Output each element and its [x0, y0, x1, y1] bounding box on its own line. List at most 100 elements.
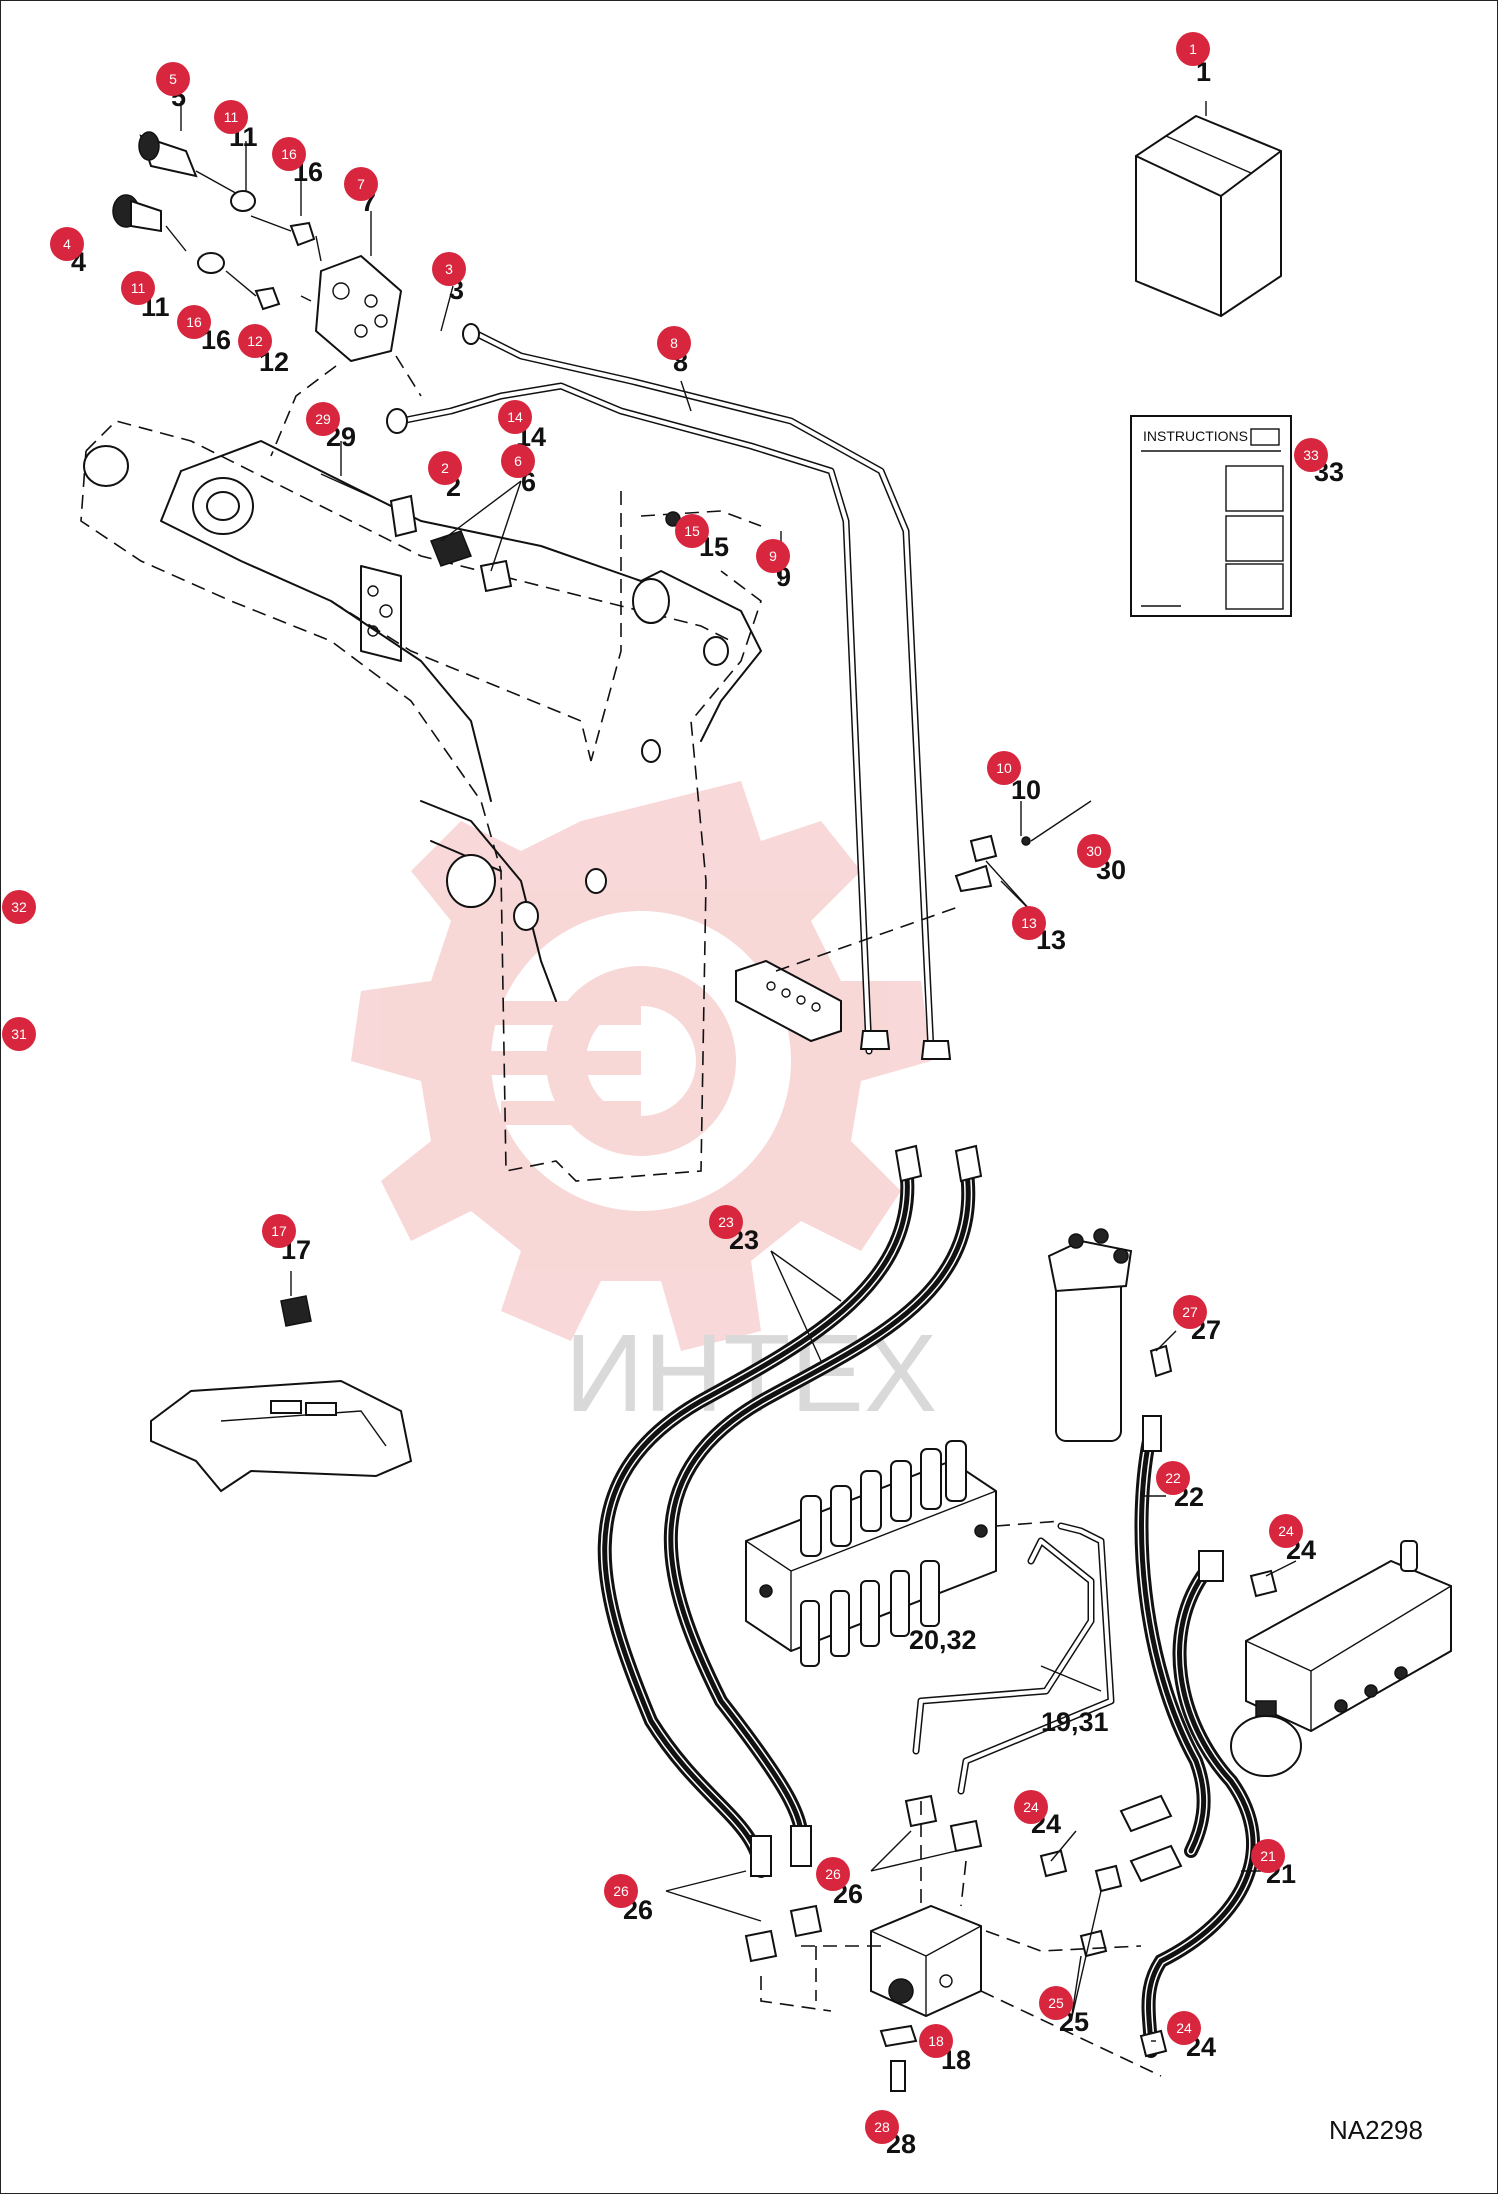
callout-13-text: 13	[1021, 915, 1037, 931]
callout-28[interactable]: 28	[865, 2110, 899, 2144]
callout-24a-text: 24	[1278, 1523, 1294, 1539]
callout-6[interactable]: 6	[501, 444, 535, 478]
watermark-gear-logo	[351, 781, 931, 1351]
callout-33-text: 33	[1303, 447, 1319, 463]
callout-25[interactable]: 25	[1039, 1986, 1073, 2020]
callout-32[interactable]: 32	[2, 890, 36, 924]
callout-8-text: 8	[670, 335, 678, 351]
callout-9-text: 9	[769, 548, 777, 564]
callout-7-text: 7	[357, 176, 365, 192]
callout-11-top[interactable]: 11	[214, 100, 248, 134]
hose-23-left	[597, 1159, 915, 1878]
callout-3-text: 3	[445, 261, 453, 277]
callout-27-text: 27	[1182, 1304, 1198, 1320]
callout-29[interactable]: 29	[306, 402, 340, 436]
hydraulic-filter	[1047, 1228, 1173, 1442]
callout-16-bottom[interactable]: 16	[177, 305, 211, 339]
callout-badges[interactable]: 1 5 11 16 7 4 3 11 16 12 8 29 14 2 6 33 …	[2, 32, 1328, 2144]
callout-25-text: 25	[1048, 1995, 1064, 2011]
quick-coupler-female	[112, 194, 187, 252]
switch-panel	[150, 1271, 413, 1493]
callout-26-right[interactable]: 26	[816, 1857, 850, 1891]
callout-21-text: 21	[1260, 1848, 1276, 1864]
callout-24-bottom[interactable]: 24	[1167, 2011, 1201, 2045]
callout-10[interactable]: 10	[987, 751, 1021, 785]
callout-6-text: 6	[514, 453, 522, 469]
callout-24b-text: 24	[1023, 1799, 1039, 1815]
callout-16b-text: 16	[186, 314, 202, 330]
tube-clamps	[320, 473, 681, 593]
callout-31-text: 31	[11, 1026, 27, 1042]
callout-12-text: 12	[247, 333, 263, 349]
callout-16a-text: 16	[281, 146, 297, 162]
callout-30-text: 30	[1086, 843, 1102, 859]
callout-16-top[interactable]: 16	[272, 137, 306, 171]
callout-23-text: 23	[718, 1214, 734, 1230]
callout-29-text: 29	[315, 411, 331, 427]
callout-13[interactable]: 13	[1012, 906, 1046, 940]
callout-18[interactable]: 18	[919, 2024, 953, 2058]
callout-14-text: 14	[507, 409, 523, 425]
callout-8[interactable]: 8	[657, 326, 691, 360]
callout-1[interactable]: 1	[1176, 32, 1210, 66]
steel-tube-9	[386, 382, 873, 1055]
callout-26b-text: 26	[825, 1866, 841, 1882]
coupler-mount-plate	[270, 255, 422, 457]
kit-box-drawing	[1135, 101, 1282, 317]
callout-14[interactable]: 14	[498, 400, 532, 434]
label-19-31: 19,31	[1041, 1707, 1109, 1737]
drawing-code: NA2298	[1329, 2115, 1423, 2145]
tube-fittings-lower	[859, 1030, 952, 1060]
callout-11b-text: 11	[131, 280, 146, 296]
callout-18-text: 18	[928, 2033, 944, 2049]
callout-1-text: 1	[1189, 41, 1197, 57]
callout-12[interactable]: 12	[238, 324, 272, 358]
hose-23-ends	[750, 1144, 983, 1877]
tube-support-block	[735, 800, 1092, 1043]
callout-15-text: 15	[684, 523, 700, 539]
auxiliary-valve	[1230, 1540, 1452, 1777]
diverter-valve	[870, 1904, 982, 2092]
callout-17[interactable]: 17	[262, 1214, 296, 1248]
callout-26a-text: 26	[613, 1883, 629, 1899]
callout-17-text: 17	[271, 1223, 287, 1239]
callout-23[interactable]: 23	[709, 1205, 743, 1239]
callout-11a-text: 11	[224, 109, 239, 125]
instructions-title: INSTRUCTIONS	[1143, 428, 1248, 444]
hose-23-right	[663, 1159, 976, 1858]
steel-tube-8	[462, 323, 935, 1055]
callout-11-bottom[interactable]: 11	[121, 271, 155, 305]
callout-26-left[interactable]: 26	[604, 1874, 638, 1908]
callout-31[interactable]: 31	[2, 1017, 36, 1051]
callout-15[interactable]: 15	[675, 514, 709, 548]
callout-4[interactable]: 4	[50, 227, 84, 261]
callout-24-mid[interactable]: 24	[1014, 1790, 1048, 1824]
callout-22-text: 22	[1165, 1470, 1181, 1486]
callout-9[interactable]: 9	[756, 539, 790, 573]
leader-lines	[180, 101, 1297, 2042]
callout-32-text: 32	[11, 899, 27, 915]
instructions-sheet: INSTRUCTIONS	[1130, 415, 1292, 617]
callout-27[interactable]: 27	[1173, 1295, 1207, 1329]
callout-7[interactable]: 7	[344, 167, 378, 201]
callout-2[interactable]: 2	[428, 451, 462, 485]
callout-5[interactable]: 5	[156, 62, 190, 96]
steel-lines-19-31	[912, 1520, 1115, 1795]
callout-10-text: 10	[996, 760, 1012, 776]
loader-arm-drawing	[80, 420, 762, 1182]
callout-24c-text: 24	[1176, 2020, 1192, 2036]
callout-3[interactable]: 3	[432, 252, 466, 286]
quick-coupler-male	[138, 131, 242, 197]
callout-33[interactable]: 33	[1294, 438, 1328, 472]
control-valve	[745, 1440, 997, 1667]
callout-22[interactable]: 22	[1156, 1461, 1190, 1495]
o-rings-and-nuts	[197, 190, 322, 311]
callout-30[interactable]: 30	[1077, 834, 1111, 868]
callout-24-right[interactable]: 24	[1269, 1514, 1303, 1548]
callout-5-text: 5	[169, 71, 177, 87]
hose-21	[1141, 1550, 1261, 2058]
callout-21[interactable]: 21	[1251, 1839, 1285, 1873]
hose-22	[1134, 1415, 1211, 1858]
